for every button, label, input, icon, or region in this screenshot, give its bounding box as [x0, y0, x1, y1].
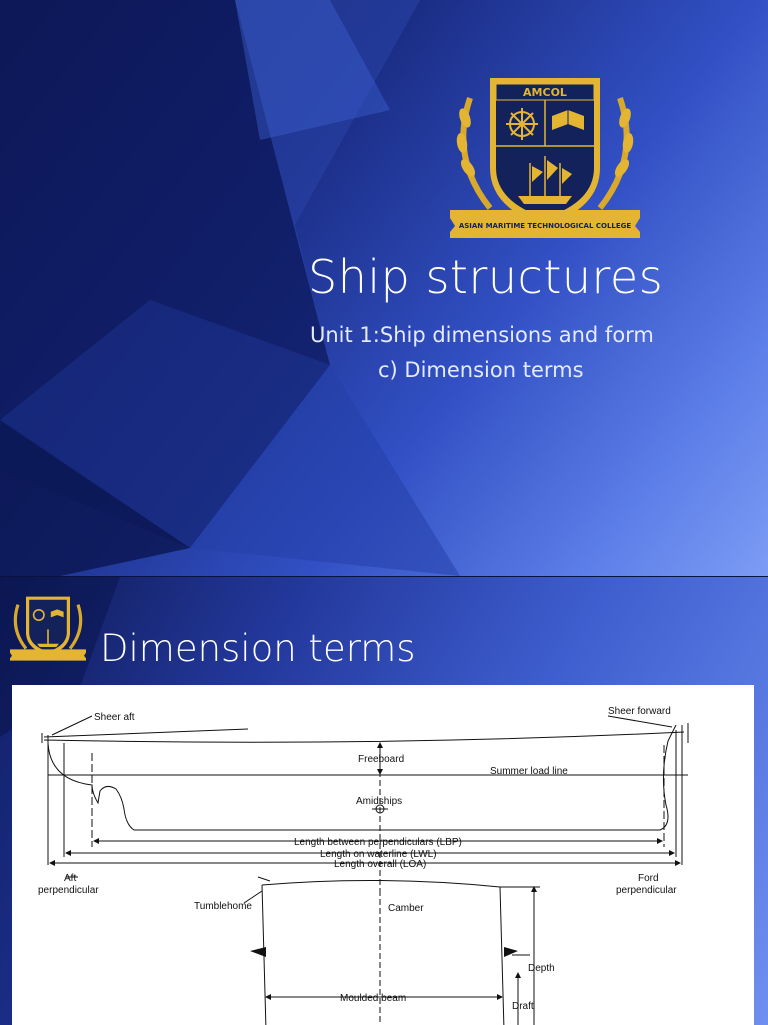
- label-amidships: Amidships: [356, 796, 402, 807]
- label-ford-perpendicular-2: perpendicular: [616, 885, 677, 896]
- label-sheer-forward: Sheer forward: [608, 706, 671, 717]
- deck-line: [43, 731, 685, 743]
- amcol-logo-small: [8, 591, 88, 667]
- label-lbp: Length between perpendiculars (LBP): [294, 837, 462, 848]
- label-draft: Draft: [512, 1001, 534, 1012]
- slide-subtitle-2: c) Dimension terms: [378, 358, 584, 382]
- label-freeboard: Freeboard: [358, 754, 404, 765]
- label-camber: Camber: [388, 903, 424, 914]
- label-aft-perpendicular: Aft: [64, 873, 76, 884]
- slide-title: Ship structures: [308, 250, 664, 304]
- label-loa: Length overall (LOA): [334, 859, 426, 870]
- label-depth: Depth: [528, 963, 555, 974]
- label-ford-perpendicular: Ford: [638, 873, 659, 884]
- label-lwl: Length on waterline (LWL): [320, 849, 437, 860]
- slide-title: Dimension terms: [100, 627, 416, 670]
- content-slide: Dimension terms: [0, 576, 768, 1025]
- label-summer-load-line: Summer load line: [490, 766, 568, 777]
- slide-subtitle: Unit 1:Ship dimensions and form: [310, 323, 654, 347]
- label-moulded-beam: Moulded beam: [340, 993, 406, 1004]
- logo-ribbon-text: ASIAN MARITIME TECHNOLOGICAL COLLEGE: [459, 222, 632, 230]
- section-deck: [261, 879, 501, 888]
- label-tumblehome: Tumblehome: [194, 901, 252, 912]
- background-polygons: [0, 0, 460, 576]
- label-sheer-aft: Sheer aft: [94, 712, 135, 723]
- title-slide: AMCOL ASIAN MARITIME TECHNOLOGICAL COLLE…: [0, 0, 768, 576]
- label-aft-perpendicular-2: perpendicular: [38, 885, 99, 896]
- hull-profile: [47, 724, 677, 831]
- amcol-logo: AMCOL ASIAN MARITIME TECHNOLOGICAL COLLE…: [445, 68, 645, 244]
- ship-dimensions-diagram: Sheer aft Sheer forward Freeboard Summer…: [12, 685, 754, 1025]
- logo-top-text: AMCOL: [523, 86, 567, 99]
